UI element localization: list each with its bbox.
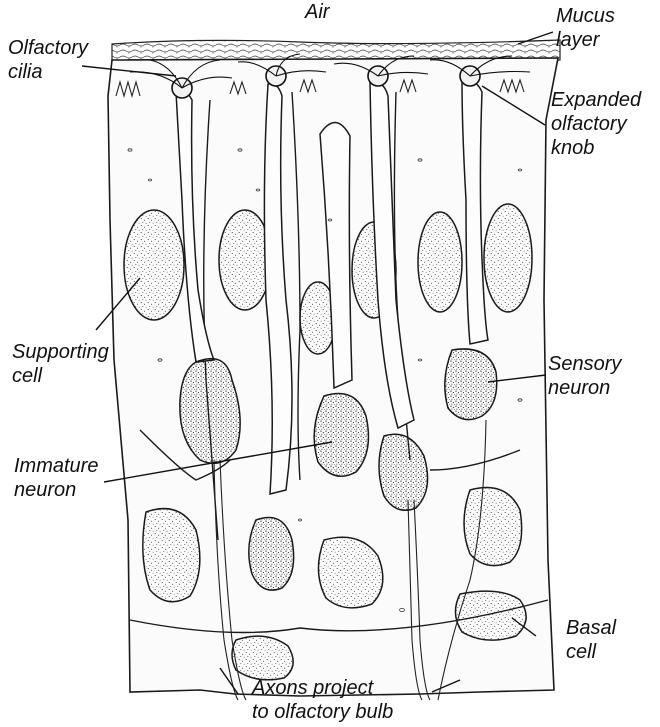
immature-neuron-line-2: neuron: [14, 478, 98, 502]
air-text: Air: [305, 0, 329, 24]
basal-cell-label: Basal cell: [566, 616, 616, 664]
mucus-layer-line-2: layer: [556, 28, 615, 52]
expanded-knob-line-2: olfactory: [551, 112, 641, 136]
olfactory-cilia-line-1: Olfactory: [8, 36, 88, 60]
immature-neuron-body: [314, 394, 368, 477]
mucus-layer-line-1: Mucus: [556, 4, 615, 28]
expanded-knob-label: Expanded olfactory knob: [551, 88, 641, 160]
sensory-neuron-line-2: neuron: [548, 376, 621, 400]
basal-cell-line-2: cell: [566, 640, 616, 664]
supporting-cell-line-1: Supporting: [12, 340, 109, 364]
olfactory-cilia-line-2: cilia: [8, 60, 88, 84]
axons-line-2: to olfactory bulb: [252, 700, 393, 724]
immature-neuron-label: Immature neuron: [14, 454, 98, 502]
basal-cell-line-1: Basal: [566, 616, 616, 640]
sensory-neuron-label: Sensory neuron: [548, 352, 621, 400]
supporting-cell-label: Supporting cell: [12, 340, 109, 388]
axons-label: Axons project to olfactory bulb: [252, 676, 393, 724]
supporting-cell-line-2: cell: [12, 364, 109, 388]
immature-neuron-line-1: Immature: [14, 454, 98, 478]
olfactory-cilia-label: Olfactory cilia: [8, 36, 88, 84]
sensory-neuron-line-1: Sensory: [548, 352, 621, 376]
air-label: Air: [305, 0, 329, 24]
mucus-layer-label: Mucus layer: [556, 4, 615, 52]
expanded-knob-line-1: Expanded: [551, 88, 641, 112]
axons-line-1: Axons project: [252, 676, 393, 700]
expanded-knob-line-3: knob: [551, 136, 641, 160]
